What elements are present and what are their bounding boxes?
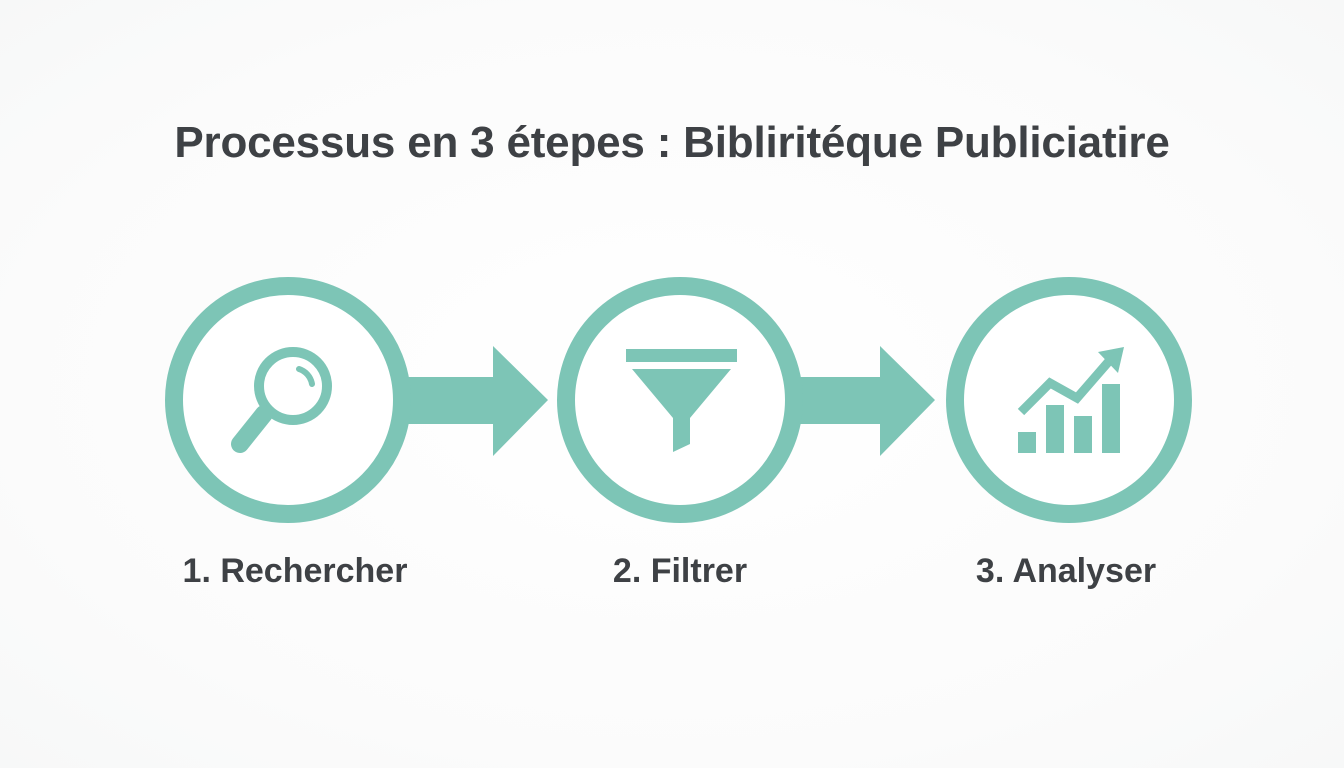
- funnel-icon: [626, 349, 737, 452]
- arrow-step-2-to-3: [798, 346, 935, 456]
- step-3-label: 3. Analyser: [975, 552, 1157, 590]
- growth-chart-icon: [1017, 347, 1124, 453]
- step-1-label: 1. Rechercher: [182, 552, 408, 590]
- step-1-node: [165, 277, 411, 523]
- step-2-label: 2. Filtrer: [612, 552, 748, 590]
- arrow-step-1-to-2: [408, 346, 548, 456]
- page-title: Processus en 3 étepes : Bibliritéque Pub…: [174, 118, 1170, 167]
- magnifier-icon: [231, 347, 332, 453]
- step-2-node: [557, 277, 803, 523]
- step-3-node: [946, 277, 1192, 523]
